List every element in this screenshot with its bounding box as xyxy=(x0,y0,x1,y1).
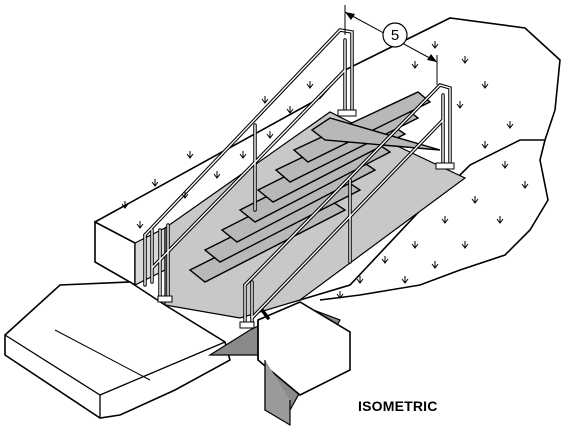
lower-walk-slab xyxy=(4,281,231,419)
base-plates xyxy=(157,109,455,329)
callout-bubble xyxy=(382,22,408,48)
view-caption: ISOMETRIC xyxy=(358,398,438,414)
stair-treads xyxy=(188,91,441,283)
callout-number: 5 xyxy=(391,27,399,44)
left-cheek-wall xyxy=(94,220,166,287)
dimension-callout: 5 xyxy=(344,5,438,85)
right-handrail-inner xyxy=(244,84,451,326)
right-cheek-wall xyxy=(257,301,351,427)
left-handrail-inner xyxy=(144,29,353,301)
